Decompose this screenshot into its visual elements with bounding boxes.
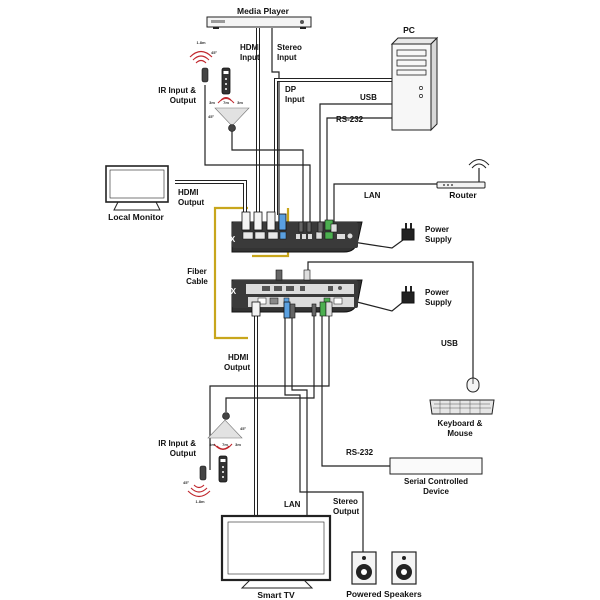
ir-bottom-cable-2 [209, 316, 330, 470]
ir-top-cable-2 [231, 128, 304, 232]
keyboard-mouse-label-1: Keyboard & [438, 419, 483, 428]
connection-labels: HDMI Input Stereo Input DP Input USB RS-… [178, 43, 458, 516]
tx-unit: TX [225, 221, 363, 253]
stereo-input-label-2: Input [277, 53, 297, 62]
cables [175, 28, 474, 552]
serial-device-label-1: Serial Controlled [404, 477, 468, 486]
ir-bottom-cable-1 [225, 316, 315, 412]
keyboard-mouse-label-2: Mouse [447, 429, 473, 438]
ir-top-distance: 1.8m [196, 40, 206, 45]
rs232-bottom-cable [321, 316, 390, 467]
hdmi-output-monitor-label-2: Output [178, 198, 205, 207]
stereo-input-cable [271, 28, 280, 232]
ir-bottom-len-1: 3m [209, 442, 215, 447]
speakers-label: Powered Speakers [346, 589, 422, 599]
router-label: Router [449, 190, 477, 200]
usb-right-label: USB [441, 339, 458, 348]
rs232-top-label: RS-232 [336, 115, 364, 124]
ir-top-len-1: 3m [209, 100, 215, 105]
tx-label: TX [225, 235, 236, 244]
serial-controlled-device: Serial Controlled Device [389, 457, 483, 496]
ir-bottom-label-2: Output [170, 449, 197, 458]
stereo-output-label-1: Stereo [333, 497, 358, 506]
ir-top-cable-1 [204, 85, 311, 232]
ir-bottom-label-1: IR Input & [158, 439, 196, 448]
usb-top-label: USB [360, 93, 377, 102]
pc-label: PC [403, 25, 415, 35]
ir-top-label-2: Output [170, 96, 197, 105]
stereo-output-label-2: Output [333, 507, 360, 516]
rx-power-label-2: Supply [425, 298, 452, 307]
rx-label: RX [225, 287, 237, 296]
lan-bottom-label: LAN [284, 500, 301, 509]
ir-bottom-len-2: 7m [222, 442, 228, 447]
ir-bottom-len-3: 3m [235, 442, 241, 447]
ir-bottom-distance: 1.8m [195, 499, 205, 504]
hdmi-output-tv-label-1: HDMI [228, 353, 248, 362]
tx-power-label-1: Power [425, 225, 449, 234]
ir-bottom-emit: 45° [240, 426, 246, 431]
stereo-output-cable [284, 316, 364, 552]
ir-top-len-3: 3m [237, 100, 243, 105]
rx-power-cable [356, 301, 404, 312]
local-monitor-label: Local Monitor [108, 212, 164, 222]
media-player-label: Media Player [237, 6, 290, 16]
lan-top-cable [333, 183, 447, 232]
hdmi-input-label-1: HDMI [240, 43, 260, 52]
lan-top-label: LAN [364, 191, 381, 200]
smart-tv-label: Smart TV [257, 590, 295, 600]
rx-power-supply: Power Supply [401, 286, 452, 307]
stereo-input-label-1: Stereo [277, 43, 302, 52]
dp-input-label-2: Input [285, 95, 305, 104]
ir-bottom-angle: 45° [183, 480, 189, 485]
ir-top-group: 1.8m 45° 3m 7m 3m 45° IR Input & Output [158, 40, 250, 132]
ir-top-len-2: 7m [223, 100, 229, 105]
lan-bottom-cable [291, 318, 308, 516]
smart-tv: Smart TV [220, 514, 332, 600]
powered-speakers: Powered Speakers [346, 551, 422, 599]
media-player: Media Player [206, 6, 312, 29]
ir-top-label-1: IR Input & [158, 86, 196, 95]
tx-power-label-2: Supply [425, 235, 452, 244]
usb-top-cable [319, 103, 392, 232]
rs232-bottom-label: RS-232 [346, 448, 374, 457]
ir-top-angle: 45° [211, 50, 217, 55]
router: Router [436, 159, 490, 200]
pc-tower: PC [390, 25, 439, 132]
rx-power-label-1: Power [425, 288, 449, 297]
fiber-label-2: Cable [186, 277, 208, 286]
tx-plugs [241, 211, 338, 233]
hdmi-input-label-2: Input [240, 53, 260, 62]
serial-device-label-2: Device [423, 487, 449, 496]
ir-bottom-group: 45° 3m 7m 3m 45° 1.8m IR Input & Output [158, 412, 246, 504]
usb-bottom-cable [307, 261, 474, 378]
local-monitor: Local Monitor [105, 165, 169, 222]
ir-top-emit: 45° [208, 114, 214, 119]
fiber-label-1: Fiber [187, 267, 207, 276]
tx-power-supply: Power Supply [401, 223, 452, 244]
keyboard-mouse: Keyboard & Mouse [429, 377, 495, 438]
dp-input-label-1: DP [285, 85, 297, 94]
tx-power-cable [352, 239, 404, 249]
rx-plugs [251, 269, 333, 319]
hdmi-output-tv-label-2: Output [224, 363, 251, 372]
rs232-top-cable [326, 117, 392, 232]
hdmi-output-monitor-label-1: HDMI [178, 188, 198, 197]
